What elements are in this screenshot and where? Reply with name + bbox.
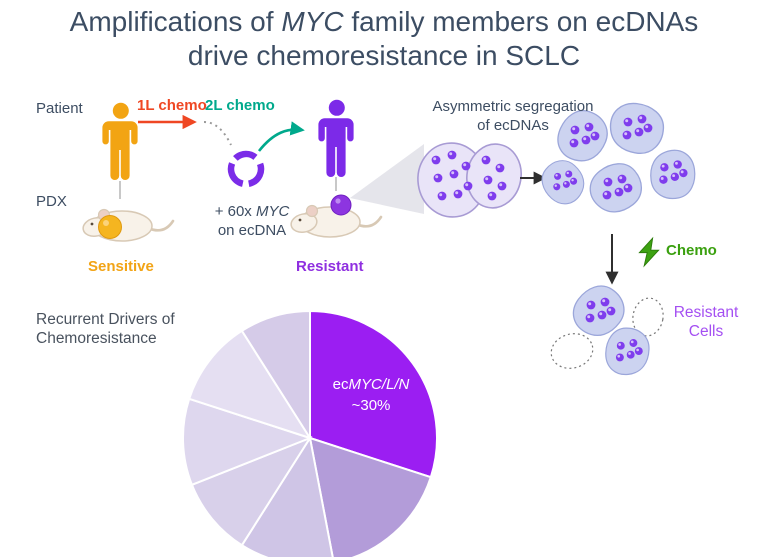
first-line-chemo-label: 1L chemo — [137, 97, 207, 114]
pie-chart — [182, 309, 438, 557]
patient-label: Patient — [36, 100, 83, 117]
pie-slice — [308, 436, 433, 557]
segregation-title: Asymmetric segregation of ecDNAs — [403, 98, 623, 136]
pie-slice — [187, 329, 313, 440]
resistant-cells-cluster — [550, 277, 664, 379]
second-line-chemo-arrow — [257, 121, 305, 152]
resistant-tumor — [330, 194, 352, 216]
sensitive-mouse-icon — [80, 208, 175, 243]
pie-slice-label-line1: ecMYC/L/N — [332, 376, 410, 393]
pie-slice — [240, 309, 311, 442]
figure-title-line1: Amplifications of MYC family members on … — [69, 6, 699, 37]
pdx-label: PDX — [36, 193, 67, 210]
sensitive-label: Sensitive — [88, 258, 154, 275]
resistant-cells-label-line2: Cells — [688, 323, 724, 341]
pie-slice — [190, 435, 313, 547]
resistant-tumor-highlight — [335, 198, 341, 204]
pie-slice — [182, 397, 313, 487]
sensitive-tumor — [98, 215, 122, 239]
ecdna-plasmid-icon — [227, 150, 265, 188]
myc-dose-note: + 60x MYC on ecDNA — [200, 203, 304, 241]
lightning-icon — [638, 236, 660, 268]
figure-title: Amplifications of MYC family members on … — [0, 5, 768, 73]
sensitive-tumor-highlight — [103, 220, 109, 226]
figure-title-line2: drive chemoresistance in SCLC — [187, 40, 581, 72]
resistant-patient-icon — [318, 99, 354, 177]
resistant-cells-label-line1: Resistant — [673, 304, 739, 321]
resistant-cells-label: Resistant Cells — [656, 303, 756, 342]
myc-dose-line2: on ecDNA — [217, 221, 287, 239]
pie-title: Recurrent Drivers of Chemoresistance — [36, 310, 175, 349]
pie-slice — [240, 435, 334, 557]
pie-title-line1: Recurrent Drivers of — [36, 311, 175, 328]
chemo-dotted-connector — [203, 121, 232, 146]
pie-slice — [309, 309, 438, 479]
pie-title-line2: Chemoresistance — [36, 330, 157, 348]
segregation-title-line2: of ecDNAs — [477, 116, 549, 134]
myc-dose-line1: + 60x MYC — [214, 203, 290, 220]
chemo-label: Chemo — [666, 242, 717, 259]
second-line-chemo-label: 2L chemo — [205, 97, 275, 114]
pie-slice-label: ecMYC/L/N ~30% — [314, 374, 428, 416]
dividing-cell — [417, 142, 522, 218]
segregation-title-line1: Asymmetric segregation — [432, 98, 594, 115]
resistant-label: Resistant — [296, 258, 364, 275]
zoom-wedge — [350, 144, 424, 214]
pie-slice-value: ~30% — [351, 397, 391, 414]
patient-icon — [102, 102, 138, 180]
